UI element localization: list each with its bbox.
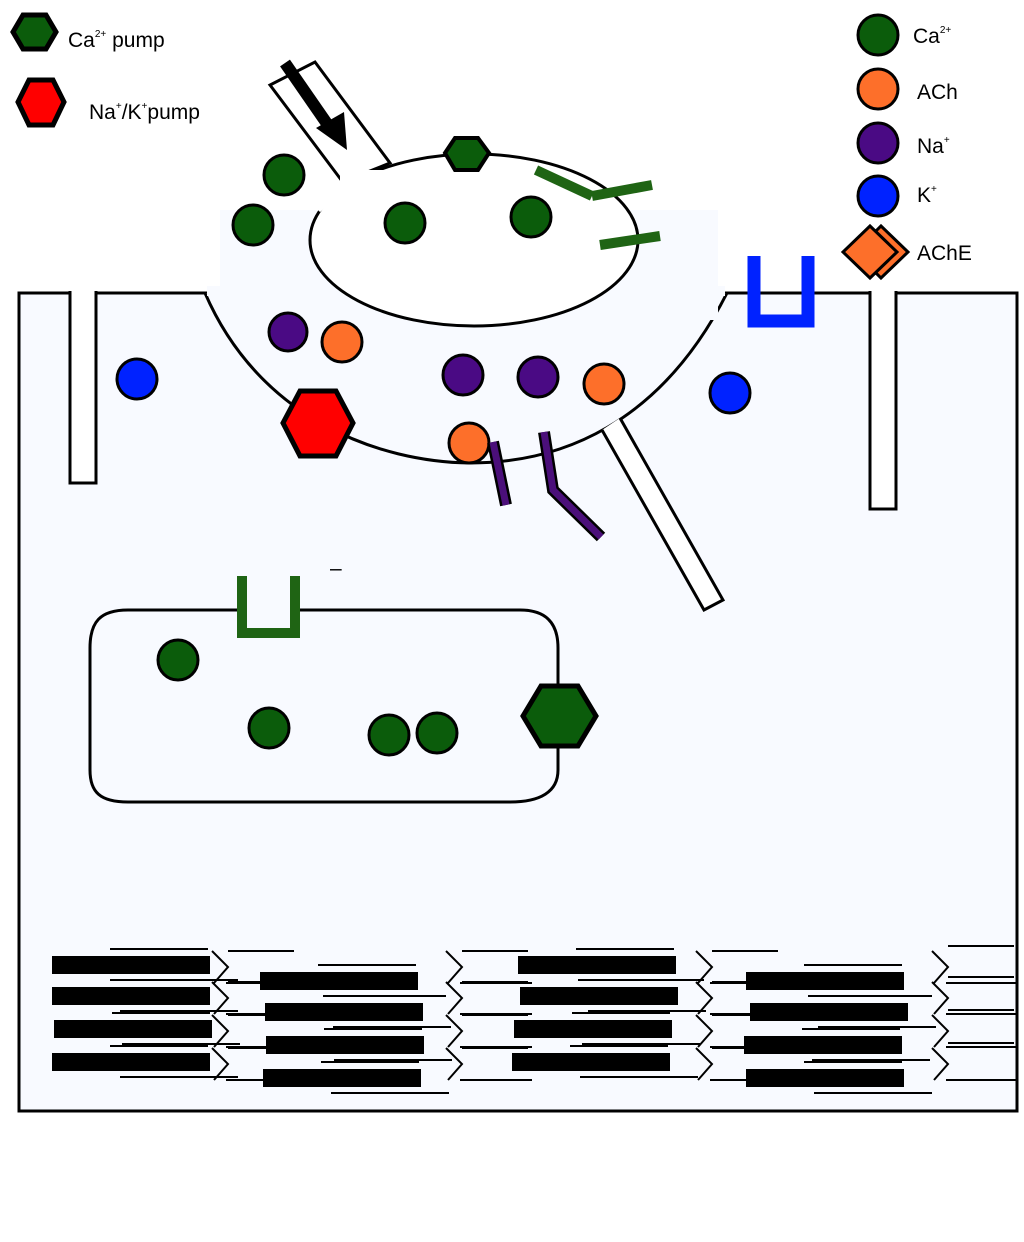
cleft-contents xyxy=(267,311,626,542)
ca-ion xyxy=(509,195,553,239)
k-legend-label: K+ xyxy=(917,184,937,207)
sarcoplasmic-reticulum: – xyxy=(88,557,599,804)
thick-filament xyxy=(746,972,904,990)
na-ion xyxy=(516,355,560,399)
na-k-pump-label: Na+/K+pump xyxy=(89,101,200,124)
z-line xyxy=(931,1014,950,1048)
k-legend-icon xyxy=(856,174,900,218)
z-line xyxy=(695,950,714,984)
k-ion xyxy=(115,357,159,401)
legend-right: Ca2+ ACh Na+ K+ AChE xyxy=(840,13,972,281)
terminal-ions xyxy=(231,153,553,247)
ach-legend-icon xyxy=(856,67,900,111)
arrow-head-icon xyxy=(316,112,347,150)
z-line xyxy=(445,981,464,1015)
thick-filament xyxy=(520,987,678,1005)
ach-molecule xyxy=(582,362,626,406)
z-line xyxy=(211,1014,230,1048)
terminal-ca-pump-icon xyxy=(442,136,492,172)
ca-ion xyxy=(383,201,427,245)
ach-molecule xyxy=(320,320,364,364)
myofibrils xyxy=(52,945,1016,1094)
na-legend-icon xyxy=(856,121,900,165)
thick-filament xyxy=(750,1003,908,1021)
z-line xyxy=(211,981,230,1015)
junctional-fold-tube xyxy=(600,417,726,613)
z-line xyxy=(445,1047,464,1081)
thick-filament xyxy=(512,1053,670,1071)
k-channel xyxy=(747,256,815,328)
sr-ca-pump-icon xyxy=(520,683,599,749)
thick-filament xyxy=(744,1036,902,1054)
ca-pump-label: Ca2+ pump xyxy=(68,29,165,52)
ca-legend-icon xyxy=(856,13,900,57)
z-line xyxy=(931,950,950,984)
sr-ca-channel xyxy=(237,576,300,638)
ca-ion xyxy=(415,711,459,755)
t-tubule-right xyxy=(868,291,898,511)
na-ion xyxy=(267,311,309,353)
ache-legend-label: AChE xyxy=(917,242,972,265)
k-ion xyxy=(708,371,752,415)
z-line xyxy=(211,950,230,984)
ca-ion xyxy=(247,706,291,750)
extracellular-ions xyxy=(115,256,815,415)
na-k-pump-icon xyxy=(280,388,356,459)
z-line xyxy=(695,1047,714,1081)
axon-terminal xyxy=(267,59,661,328)
sr-membrane xyxy=(88,608,560,804)
ach-molecule xyxy=(447,421,491,465)
ca-legend-label: Ca2+ xyxy=(913,25,951,48)
thick-filament xyxy=(265,1003,423,1021)
na-ion xyxy=(441,353,485,397)
ach-receptor xyxy=(487,431,606,542)
legend-left: Ca2+ pump Na+/K+pump xyxy=(10,12,200,128)
na-legend-label: Na+ xyxy=(917,135,950,158)
thick-filament xyxy=(518,956,676,974)
thick-filament xyxy=(52,1053,210,1071)
z-line xyxy=(931,981,950,1015)
thick-filament xyxy=(52,987,210,1005)
ca-pump-legend-icon xyxy=(10,12,59,52)
ca-ion xyxy=(367,713,411,757)
z-line xyxy=(695,981,714,1015)
ca-channel xyxy=(533,165,661,250)
minus-sign: – xyxy=(330,557,342,580)
ca-ion xyxy=(262,153,306,197)
thick-filament xyxy=(746,1069,904,1087)
z-line xyxy=(445,1014,464,1048)
z-line xyxy=(445,950,464,984)
ca-ion xyxy=(231,203,275,247)
thick-filament xyxy=(263,1069,421,1087)
t-tubule-left xyxy=(68,291,98,485)
ca-ion xyxy=(156,638,200,682)
thick-filament xyxy=(514,1020,672,1038)
na-k-pump-legend-icon xyxy=(15,77,67,128)
ache-legend-icon xyxy=(840,223,911,281)
z-line xyxy=(695,1014,714,1048)
action-potential-arrow xyxy=(280,59,335,132)
thick-filament xyxy=(266,1036,424,1054)
thick-filament xyxy=(260,972,418,990)
thick-filament xyxy=(52,956,210,974)
z-line xyxy=(211,1047,230,1081)
z-line xyxy=(931,1047,950,1081)
thick-filament xyxy=(54,1020,212,1038)
ach-legend-label: ACh xyxy=(917,81,958,104)
